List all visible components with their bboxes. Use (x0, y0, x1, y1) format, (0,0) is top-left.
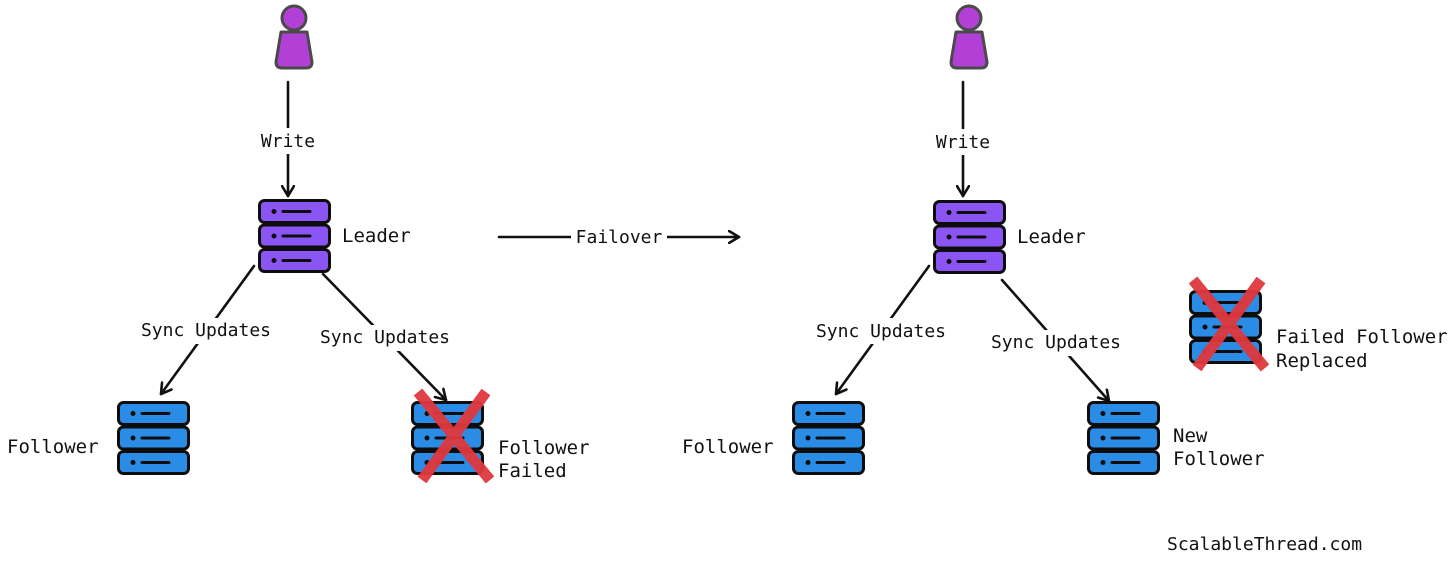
watermark: ScalableThread.com (1167, 534, 1362, 555)
right-client-person-icon (949, 4, 989, 70)
left-leader-label: Leader (342, 225, 411, 247)
left-client-person-icon (274, 4, 314, 70)
right-leader-label: Leader (1017, 226, 1086, 248)
left-failed-label-line1: Follower (498, 437, 590, 459)
left-write-label-bg (255, 128, 321, 154)
right-write-label: Write (936, 132, 990, 153)
left-write-label: Write (261, 131, 315, 152)
left-follower-server-icon (117, 401, 190, 475)
right-new-follower-label-line1: New (1173, 425, 1208, 447)
right-panel: Write Leader Sync Updates Sync Updates F… (682, 4, 1448, 475)
right-sync-right-label-bg (988, 330, 1124, 356)
left-panel: Write Leader Sync Updates Sync Updates F… (7, 4, 590, 482)
right-new-follower-label-line2: Follower (1173, 448, 1265, 470)
failover-label: Failover (576, 227, 663, 248)
left-follower-label: Follower (7, 436, 99, 458)
right-sync-left-label: Sync Updates (816, 321, 946, 342)
replaced-label-line1: Failed Follower (1276, 326, 1448, 348)
right-sync-right-label: Sync Updates (991, 332, 1121, 353)
right-follower-label: Follower (682, 436, 774, 458)
right-follower-server-icon (792, 401, 865, 475)
right-new-follower-server-icon (1087, 401, 1160, 475)
right-write-label-bg (930, 129, 996, 155)
replaced-label-line2: Replaced (1276, 350, 1368, 372)
left-sync-right-label: Sync Updates (320, 327, 450, 348)
left-sync-left-label: Sync Updates (141, 320, 271, 341)
left-sync-right-label-bg (317, 325, 453, 351)
right-sync-left-label-bg (814, 318, 950, 344)
left-failed-label-line2: Failed (498, 460, 567, 482)
left-sync-left-label-bg (139, 318, 275, 344)
left-leader-server-icon (258, 199, 331, 273)
right-leader-server-icon (933, 200, 1006, 274)
failover-transition: Failover (497, 224, 741, 250)
failover-label-bg (571, 224, 667, 250)
